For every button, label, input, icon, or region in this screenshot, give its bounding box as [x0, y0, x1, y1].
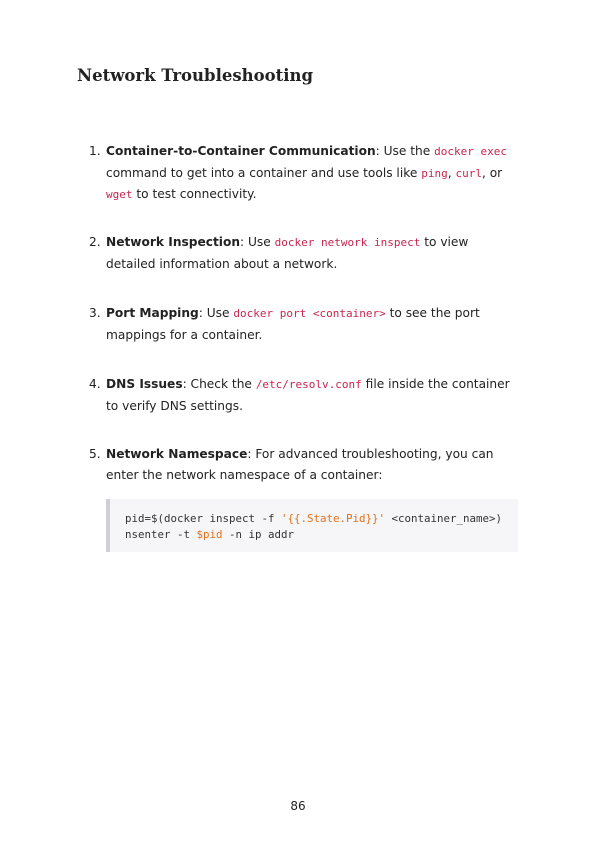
code-text: pid=$(docker inspect -f — [125, 512, 282, 525]
item-text-segment: to view detailed information about a net… — [106, 235, 469, 271]
item-number: 5. — [89, 447, 101, 461]
inline-code: ping — [421, 166, 448, 180]
item-text: Network Inspection: Use docker network i… — [106, 232, 518, 274]
code-text: <container_name>) — [385, 512, 503, 525]
item-number: 2. — [89, 235, 101, 249]
inline-code: /etc/resolv.conf — [255, 378, 362, 391]
item-text-segment: : Check the — [182, 377, 256, 391]
list-item: 4. DNS Issues: Check the /etc/resolv.con… — [89, 374, 518, 416]
item-text: Network Namespace: For advanced troubles… — [106, 444, 518, 485]
list-item: 5. Network Namespace: For advanced troub… — [89, 444, 518, 485]
inline-code: docker exec — [434, 145, 508, 158]
code-block: pid=$(docker inspect -f '{{.State.Pid}}'… — [106, 499, 518, 552]
item-text-segment: file inside the container to verify DNS … — [106, 377, 510, 413]
item-term: Network Inspection — [106, 235, 241, 249]
item-term: Port Mapping — [106, 306, 199, 320]
item-term: DNS Issues — [106, 377, 183, 391]
item-term: Container-to-Container Communication — [106, 144, 376, 158]
code-text: -n ip addr — [222, 527, 295, 541]
item-text-segment: , — [447, 165, 456, 180]
item-number: 3. — [89, 306, 101, 320]
code-variable: $pid — [196, 527, 223, 541]
inline-code: docker port <container> — [233, 307, 386, 320]
item-number: 1. — [89, 144, 101, 158]
page-number: 86 — [290, 799, 306, 813]
item-text-segment: to see the port mappings for a container… — [106, 306, 480, 342]
code-string: '{{.State.Pid}}' — [281, 512, 386, 525]
page-title: Network Troubleshooting — [77, 66, 314, 85]
inline-code: wget — [106, 188, 133, 201]
item-text: DNS Issues: Check the /etc/resolv.conf f… — [106, 374, 518, 416]
item-text-segment: : Use — [198, 306, 234, 320]
list-item: 2. Network Inspection: Use docker networ… — [89, 232, 518, 274]
item-text: Port Mapping: Use docker port <container… — [106, 303, 518, 345]
code-content: pid=$(docker inspect -f '{{.State.Pid}}'… — [125, 511, 502, 542]
item-text-segment: : For advanced troubleshooting, you can … — [106, 447, 494, 482]
item-text-segment: , or — [481, 165, 503, 180]
inline-code: docker network inspect — [274, 236, 421, 249]
item-text-segment: : Use the — [375, 144, 435, 158]
item-text-segment: : Use — [240, 235, 275, 249]
item-text-segment: to test connectivity. — [132, 187, 257, 201]
list-item: 1. Container-to-Container Communication:… — [89, 141, 518, 206]
code-text: nsenter -t — [125, 527, 197, 541]
item-number: 4. — [89, 377, 101, 391]
inline-code: curl — [455, 166, 482, 180]
item-text: Container-to-Container Communication: Us… — [106, 141, 518, 206]
item-text-segment: command to get into a container and use … — [106, 165, 422, 180]
item-term: Network Namespace — [106, 447, 248, 461]
list-item: 3. Port Mapping: Use docker port <contai… — [89, 303, 518, 345]
